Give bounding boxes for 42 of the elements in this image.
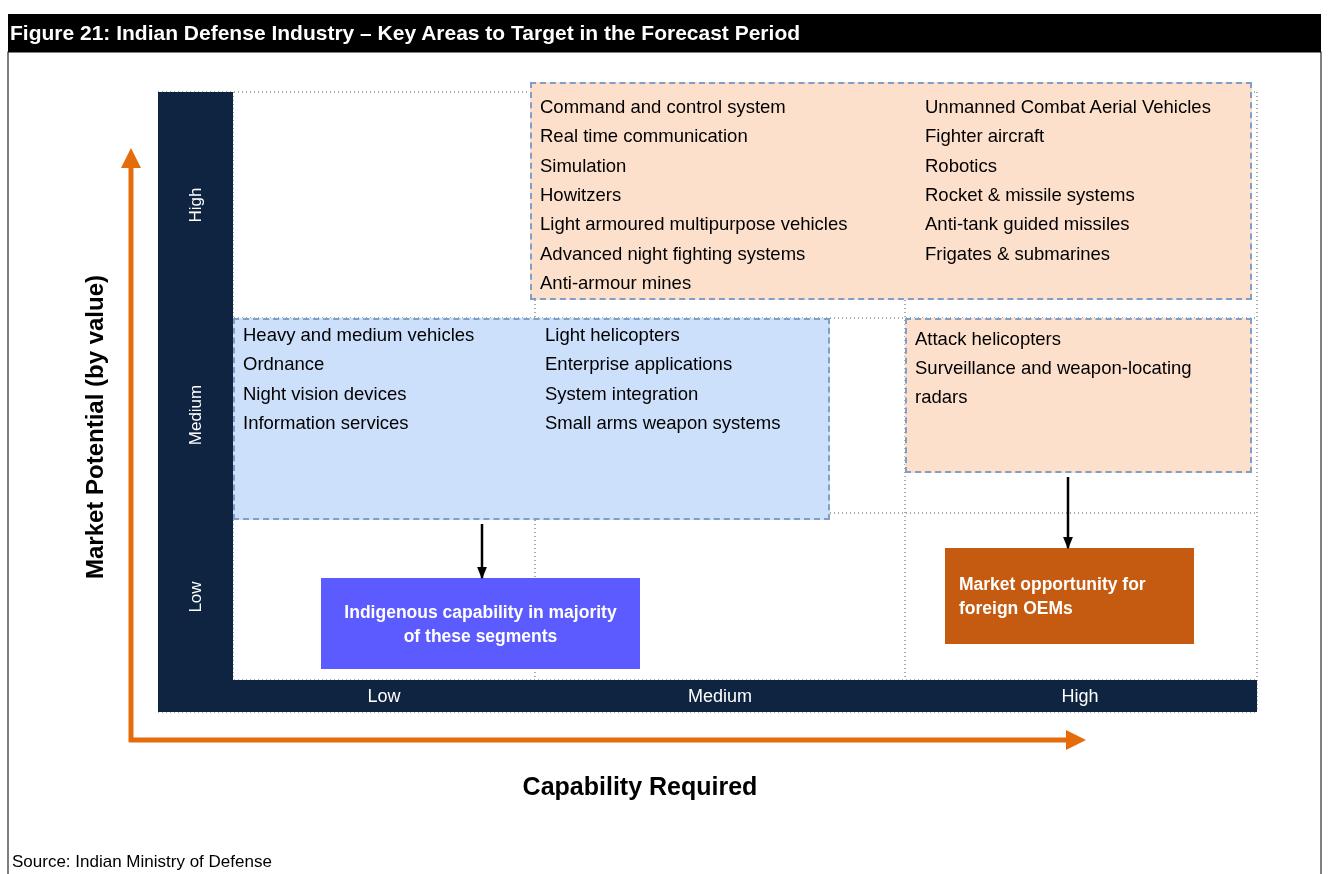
segment-item: Ordnance xyxy=(243,353,325,376)
segment-box xyxy=(233,318,830,520)
segment-item: Heavy and medium vehicles xyxy=(243,324,475,346)
segment-item: Small arms weapon systems xyxy=(545,411,781,434)
callout-box xyxy=(321,578,640,669)
segment-item: Simulation xyxy=(540,154,627,177)
axis-title: Capability Required xyxy=(522,773,758,799)
arrow xyxy=(477,524,487,580)
axis-label: Low xyxy=(367,687,401,705)
axis-label: High xyxy=(1061,687,1099,705)
segment-item: Night vision devices xyxy=(243,382,407,405)
segment-item: Command and control system xyxy=(540,96,786,118)
segment-item: Rocket & missile systems xyxy=(925,183,1135,206)
segment-item: Robotics xyxy=(925,154,997,177)
segment-item: Real time communication xyxy=(540,125,748,148)
callout-text: Indigenous capability in majority of these segments xyxy=(343,600,618,648)
segment-item: Anti-tank guided missiles xyxy=(925,213,1130,236)
segment-item: Frigates & submarines xyxy=(925,242,1111,265)
segment-item: Fighter aircraft xyxy=(925,125,1045,148)
segment-item: Information services xyxy=(243,411,409,434)
segment-item: System integration xyxy=(545,382,699,405)
axis-label: High xyxy=(186,187,204,223)
axis-label: Low xyxy=(186,581,204,613)
segment-item: Advanced night fighting systems xyxy=(540,242,806,265)
segment-box xyxy=(905,318,1252,473)
title-bar: Figure 21: Indian Defense Industry – Key Areas to Target in the Forecast Period xyxy=(8,14,1321,52)
axis-label: Medium xyxy=(688,687,752,705)
segment-item: Anti-armour mines xyxy=(540,271,692,294)
source-note: Source: Indian Ministry of Defense xyxy=(12,852,272,870)
callout-text: Market opportunity for foreign OEMs xyxy=(959,573,1147,620)
segment-item: Light helicopters xyxy=(545,324,680,346)
arrow xyxy=(1063,477,1073,550)
axis-label: Medium xyxy=(186,384,204,446)
segment-item: Light armoured multipurpose vehicles xyxy=(540,213,848,236)
segment-item: Surveillance and weapon-locating radars xyxy=(915,356,1193,409)
segment-item: Attack helicopters xyxy=(915,327,1062,351)
segment-box xyxy=(530,82,1252,300)
segment-item: Howitzers xyxy=(540,183,622,206)
segment-item: Unmanned Combat Aerial Vehicles xyxy=(925,96,1211,118)
axis-title: Market Potential (by value) xyxy=(83,274,107,580)
callout-box xyxy=(945,548,1194,644)
segment-item: Enterprise applications xyxy=(545,353,733,376)
